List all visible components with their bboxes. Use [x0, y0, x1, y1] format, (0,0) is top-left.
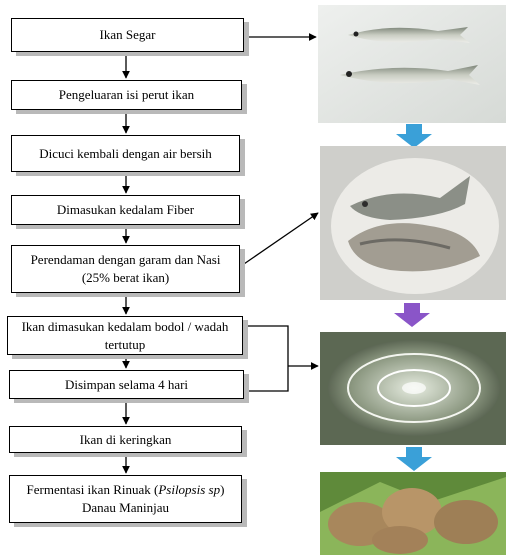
down-arrow-blue-2: [396, 447, 432, 471]
dried-fish-photo: [320, 472, 506, 555]
step-label: Ikan di keringkan: [80, 431, 172, 449]
step-label: Fermentasi ikan Rinuak (Psilopsis sp) Da…: [18, 481, 233, 517]
step-label: Pengeluaran isi perut ikan: [59, 86, 194, 104]
step-label: Ikan dimasukan kedalam bodol / wadah ter…: [16, 318, 234, 354]
step-label: Disimpan selama 4 hari: [65, 376, 188, 394]
down-arrow-purple: [394, 303, 430, 327]
step-ikan-dikeringkan: Ikan di keringkan: [9, 426, 242, 453]
step-perendaman: Perendaman dengan garam dan Nasi (25% be…: [11, 245, 240, 293]
step-ikan-segar: Ikan Segar: [11, 18, 244, 52]
down-arrow-blue-1: [396, 124, 432, 148]
step-fermentasi-rinuak: Fermentasi ikan Rinuak (Psilopsis sp) Da…: [9, 475, 242, 523]
step-label: Perendaman dengan garam dan Nasi (25% be…: [20, 251, 231, 287]
step-dimasukan-fiber: Dimasukan kedalam Fiber: [11, 195, 240, 225]
step-label: Ikan Segar: [100, 26, 156, 44]
glass-container-photo: [320, 332, 506, 445]
step-pengeluaran-isi-perut: Pengeluaran isi perut ikan: [11, 80, 242, 110]
step-label: Dimasukan kedalam Fiber: [57, 201, 194, 219]
step-disimpan-4-hari: Disimpan selama 4 hari: [9, 370, 244, 399]
step-dicuci-kembali: Dicuci kembali dengan air bersih: [11, 135, 240, 172]
fish-photo: [318, 5, 506, 123]
fermented-fish-photo: [320, 146, 506, 300]
step-label: Dicuci kembali dengan air bersih: [39, 145, 212, 163]
species-name: Psilopsis sp: [158, 482, 220, 497]
step-dimasukan-bodol: Ikan dimasukan kedalam bodol / wadah ter…: [7, 316, 243, 355]
